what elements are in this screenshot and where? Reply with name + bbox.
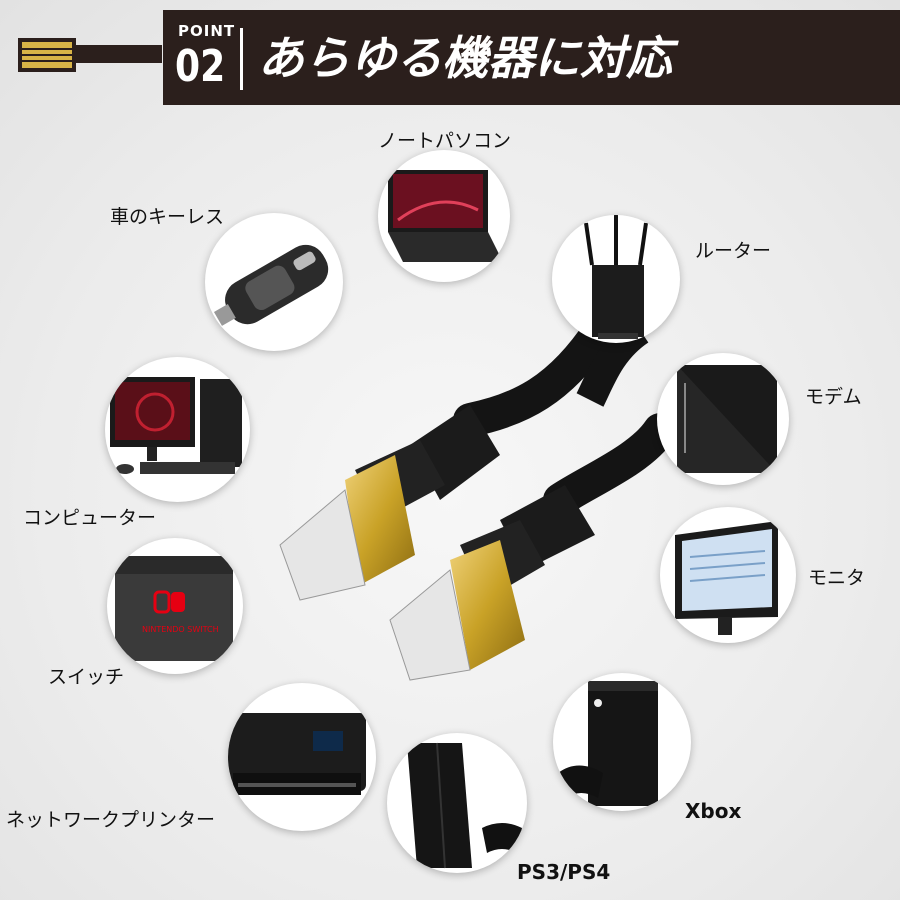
modem-label: モデム [805, 386, 862, 408]
laptop-label: ノートパソコン [378, 130, 512, 152]
header-divider [240, 28, 243, 90]
printer-icon [228, 713, 366, 795]
router-label: ルーター [695, 240, 772, 262]
laptop-circle [378, 150, 510, 282]
car-key-label: 車のキーレス [110, 206, 225, 228]
printer-circle [228, 683, 376, 831]
printer-label: ネットワークプリンター [6, 809, 216, 831]
router-circle [552, 215, 680, 343]
xbox-circle [553, 673, 691, 811]
switch-brand-text: NINTENDO SWITCH [142, 625, 219, 634]
router-icon [584, 215, 648, 339]
point-number: 02 [175, 41, 226, 92]
desktop-computer-icon [110, 377, 242, 474]
monitor-icon [675, 521, 778, 635]
page-title: あらゆる機器に対応 [258, 31, 672, 85]
xbox-label: Xbox [685, 799, 742, 823]
monitor-label: モニタ [808, 567, 866, 589]
car-key-circle [205, 213, 343, 351]
modem-icon [677, 365, 777, 473]
computer-circle [105, 357, 250, 502]
car-key-icon [213, 244, 329, 326]
xbox-icon [558, 681, 658, 806]
playstation-icon [407, 742, 522, 869]
laptop-icon [388, 170, 503, 262]
monitor-circle [660, 507, 796, 643]
switch-circle: NINTENDO SWITCH [107, 538, 243, 674]
game-console-dock-icon: NINTENDO SWITCH [115, 556, 233, 661]
ethernet-plug-icon [18, 38, 162, 72]
computer-label: コンピューター [23, 507, 157, 529]
modem-circle [657, 353, 789, 485]
point-label: POINT [178, 22, 236, 40]
header-banner [163, 10, 900, 105]
switch-label: スイッチ [48, 666, 125, 688]
ps-label: PS3/PS4 [517, 860, 611, 884]
ps-circle [387, 733, 527, 873]
